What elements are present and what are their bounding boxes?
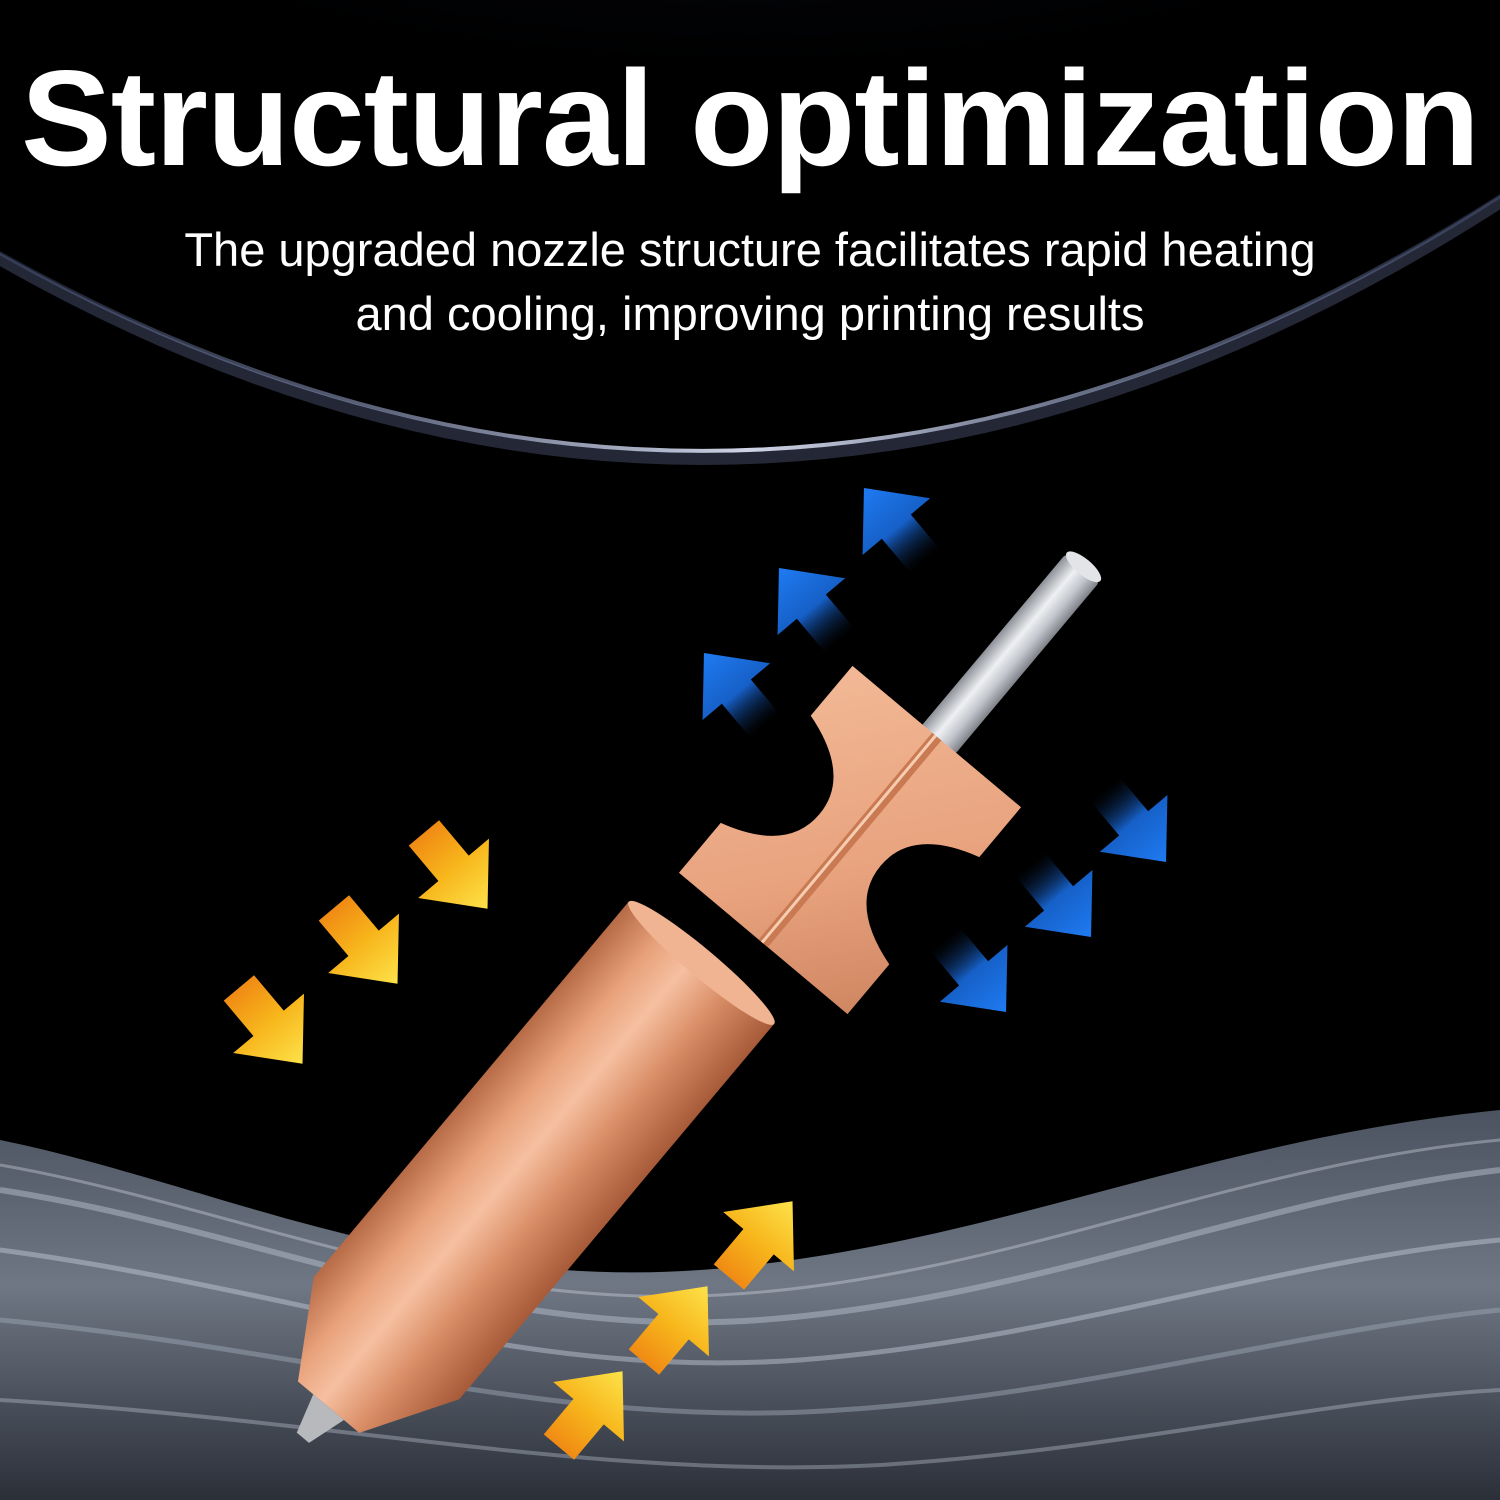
subline: The upgraded nozzle structure facilitate… bbox=[60, 218, 1440, 346]
arrow-icon-blue bbox=[1071, 761, 1200, 891]
arrow-icon-yellow bbox=[298, 878, 433, 1014]
heatsink-block bbox=[678, 665, 1022, 1015]
cooling-arrows-upper bbox=[670, 459, 959, 754]
arrow-icon-blue bbox=[830, 459, 959, 589]
arrow-icon-blue bbox=[745, 539, 874, 669]
heating-arrows-upper bbox=[203, 803, 523, 1094]
arrow-icon-yellow bbox=[388, 803, 523, 939]
fabric-wave bbox=[0, 1110, 1500, 1500]
headline: Structural optimization bbox=[21, 42, 1480, 194]
subline-line-2: and cooling, improving printing results bbox=[355, 287, 1145, 340]
arrow-icon-blue bbox=[911, 911, 1040, 1041]
nozzle-body bbox=[296, 900, 775, 1443]
arrow-icon-blue bbox=[996, 836, 1125, 966]
arrow-icon-yellow bbox=[203, 958, 338, 1094]
arrow-icon-blue bbox=[670, 624, 799, 754]
subline-line-1: The upgraded nozzle structure facilitate… bbox=[184, 223, 1316, 276]
planet-backdrop bbox=[0, 0, 1500, 465]
